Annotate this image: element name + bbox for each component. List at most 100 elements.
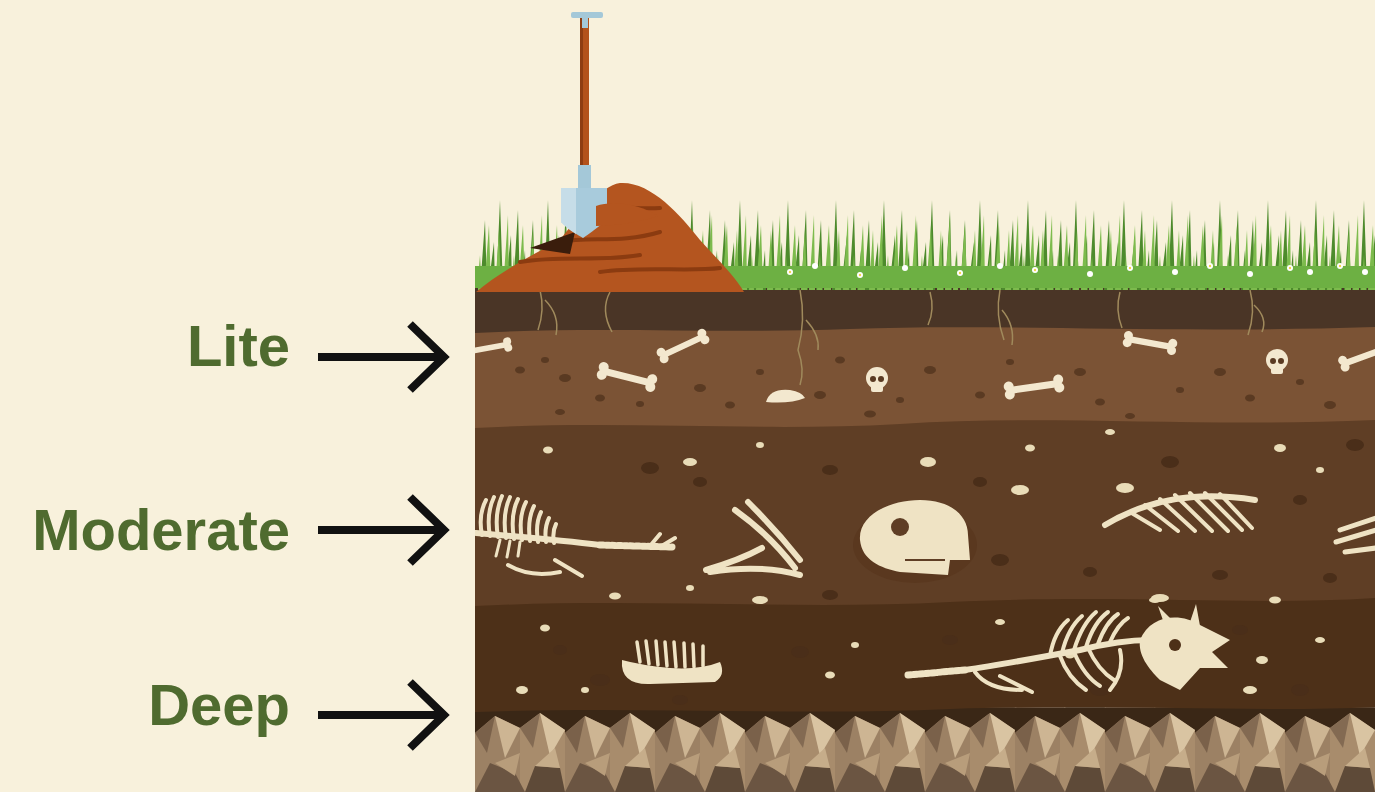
grass-part-part bbox=[789, 271, 791, 273]
grass-part-part bbox=[1247, 271, 1253, 277]
pebbles-part-part bbox=[1212, 570, 1228, 580]
layer-label: Deep bbox=[148, 676, 290, 734]
layer-label: Lite bbox=[187, 317, 290, 375]
deep-layer bbox=[475, 598, 1375, 792]
pebbles-part-part bbox=[1315, 637, 1325, 643]
dirt-pile bbox=[476, 183, 744, 292]
roots-part bbox=[928, 290, 1013, 345]
roots-part bbox=[1118, 290, 1264, 335]
pebbles-part-part bbox=[973, 477, 987, 487]
grass-part-part bbox=[1289, 267, 1291, 269]
grass-part-part bbox=[1339, 265, 1341, 267]
pebbles-part-part bbox=[540, 625, 550, 632]
fossil-skulls-part bbox=[860, 500, 970, 575]
bedrock-layer bbox=[475, 707, 1375, 792]
pebbles-part-part bbox=[543, 447, 553, 454]
pebbles-part-part bbox=[1296, 379, 1304, 385]
fossils-part bbox=[481, 496, 556, 543]
pebbles-part-part bbox=[581, 687, 589, 693]
bones-part bbox=[766, 390, 805, 403]
pebbles-part-part bbox=[559, 374, 571, 382]
moderate-arrow bbox=[318, 497, 444, 563]
pebbles-part-part bbox=[725, 402, 735, 409]
pebbles-part-part bbox=[1316, 467, 1324, 473]
pebbles-part-part bbox=[1245, 395, 1255, 402]
fossil-skulls-part bbox=[905, 559, 945, 561]
roots bbox=[538, 290, 1264, 385]
grass-part-part bbox=[1207, 263, 1213, 269]
pebbles bbox=[515, 357, 1364, 706]
pebbles-part bbox=[553, 439, 1364, 705]
pebbles-part-part bbox=[1293, 495, 1307, 505]
lite-layer bbox=[475, 327, 1375, 792]
grass-part-part bbox=[957, 270, 963, 276]
bones-part bbox=[1266, 349, 1288, 374]
pebbles-part-part bbox=[683, 458, 697, 466]
shovel-part bbox=[596, 203, 658, 226]
grass-part-part bbox=[1362, 269, 1368, 275]
fossil-skulls-part bbox=[1140, 617, 1230, 690]
shovel bbox=[561, 12, 658, 238]
fossils-part bbox=[1060, 648, 1114, 690]
dirt-pile-part bbox=[530, 232, 575, 254]
fossil-skulls bbox=[622, 500, 1230, 690]
pebbles-part-part bbox=[1025, 445, 1035, 452]
pebbles-part-part bbox=[1323, 573, 1337, 583]
grass-part bbox=[789, 265, 1341, 276]
bones-part bbox=[866, 367, 888, 392]
shovel-part bbox=[578, 165, 591, 191]
dirt-pile-part bbox=[476, 183, 744, 292]
pebbles-part-part bbox=[1125, 413, 1135, 419]
grass-part-part bbox=[1087, 271, 1093, 277]
pebbles-part-part bbox=[896, 397, 904, 403]
bones-part bbox=[596, 361, 659, 393]
bones-part bbox=[1003, 374, 1065, 400]
pebbles-part-part bbox=[1269, 597, 1281, 604]
pebbles-part-part bbox=[686, 585, 694, 591]
pebbles-part-part bbox=[693, 477, 707, 487]
pebbles-part-part bbox=[1176, 387, 1184, 393]
pebbles-part-part bbox=[1095, 399, 1105, 406]
fossils-part bbox=[975, 650, 1121, 692]
bones-part bbox=[1337, 339, 1375, 373]
pebbles-part-part bbox=[835, 357, 845, 364]
pebbles-part-part bbox=[752, 596, 768, 604]
pebbles-part-part bbox=[1083, 567, 1097, 577]
pebbles-part-part bbox=[1243, 686, 1257, 694]
fossil-skulls-part bbox=[1158, 604, 1200, 626]
fossil-skulls-part bbox=[622, 660, 722, 684]
grass-part-part bbox=[812, 263, 818, 269]
layer-label: Moderate bbox=[32, 501, 290, 559]
pebbles-part-part bbox=[636, 401, 644, 407]
bones-part bbox=[475, 337, 513, 360]
pebbles-part-part bbox=[1161, 456, 1179, 468]
fossils-part bbox=[496, 540, 520, 557]
pebbles-part-part bbox=[1232, 625, 1248, 635]
fossils-part bbox=[908, 670, 965, 675]
pebbles-part-part bbox=[1116, 483, 1134, 493]
pebbles-part-part bbox=[791, 646, 809, 658]
pebbles-part-part bbox=[822, 590, 838, 600]
pebbles-part-part bbox=[864, 411, 876, 418]
grass-part-part bbox=[1287, 265, 1293, 271]
grass-part-part bbox=[1032, 267, 1038, 273]
pebbles-part-part bbox=[920, 457, 936, 467]
pebbles-part-part bbox=[515, 367, 525, 374]
pebbles-part-part bbox=[641, 462, 659, 474]
grass-part-part bbox=[997, 263, 1003, 269]
grass-part-part bbox=[859, 274, 861, 276]
pebbles-part-part bbox=[756, 369, 764, 375]
pebbles-part-part bbox=[1149, 597, 1161, 603]
shovel-part bbox=[580, 18, 589, 183]
pebbles-part-part bbox=[995, 619, 1005, 625]
pebbles-part-part bbox=[1006, 359, 1014, 365]
roots-part bbox=[798, 290, 818, 385]
pebbles-part bbox=[515, 357, 1336, 420]
deep-arrow bbox=[318, 682, 444, 748]
grass-part-part bbox=[1337, 263, 1343, 269]
fossil-skulls-part bbox=[1169, 639, 1181, 651]
pebbles-part-part bbox=[1011, 485, 1029, 495]
bones-part bbox=[1122, 330, 1178, 355]
